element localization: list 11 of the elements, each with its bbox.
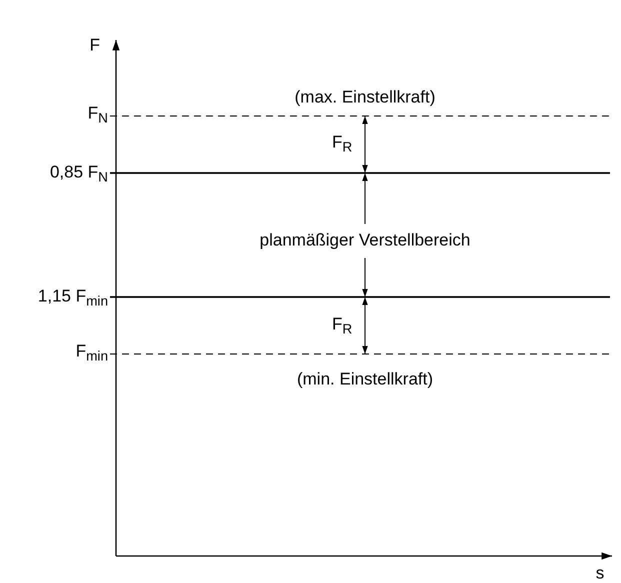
axis-label: F [90, 36, 100, 56]
range-label: planmäßiger Verstellbereich [260, 232, 470, 250]
tick-label: 0,85 F$_{N}$ [50, 164, 108, 182]
level-label: (max. Einstellkraft) [294, 88, 436, 108]
tick-label: F$_{N}$ [88, 104, 108, 124]
level-label: (min. Einstellkraft) [296, 370, 434, 390]
tick-label: 1,15 F$_{min}$ [38, 288, 108, 306]
dimension-label: F$_{R}$ [332, 134, 352, 152]
tick-label: F$_{min}$ [76, 342, 108, 362]
axis-label: s [596, 564, 604, 583]
dimension-label: F$_{R}$ [332, 316, 352, 334]
